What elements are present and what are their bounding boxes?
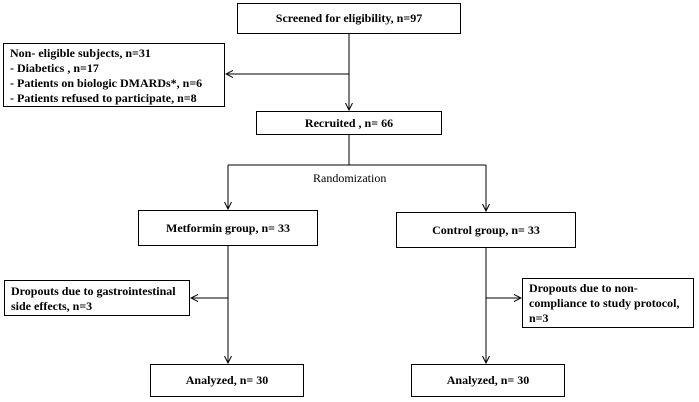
control-group-box: Control group, n= 33	[396, 212, 576, 248]
analyzed-control-label: Analyzed, n= 30	[446, 373, 530, 387]
dropouts-metformin-line-2: side effects, n=3	[11, 299, 93, 313]
analyzed-control-box: Analyzed, n= 30	[411, 364, 565, 397]
dropouts-metformin-box: Dropouts due to gastrointestinal side ef…	[4, 280, 190, 316]
randomization-label: Randomization	[313, 171, 387, 185]
metformin-group-label: Metformin group, n= 33	[166, 220, 290, 235]
recruited-box: Recruited , n= 66	[256, 111, 442, 135]
non-eligible-item-diabetics: - Diabetics , n=17	[10, 61, 99, 75]
recruited-label: Recruited , n= 66	[304, 115, 394, 130]
screened-box: Screened for eligibility, n=97	[237, 3, 461, 34]
non-eligible-box: Non- eligible subjects, n=31 - Diabetics…	[3, 43, 225, 107]
non-eligible-item-dmards: - Patients on biologic DMARDs*, n=6	[10, 76, 203, 90]
control-group-label: Control group, n= 33	[432, 222, 540, 237]
analyzed-metformin-box: Analyzed, n= 30	[150, 364, 304, 397]
dropouts-metformin-line-1: Dropouts due to gastrointestinal	[11, 284, 176, 298]
dropouts-control-box: Dropouts due to non- compliance to study…	[522, 278, 694, 328]
non-eligible-title: Non- eligible subjects, n=31	[10, 46, 151, 60]
dropouts-control-line-2: compliance to study protocol,	[529, 296, 680, 310]
metformin-group-box: Metformin group, n= 33	[138, 210, 318, 246]
dropouts-control-line-3: n=3	[529, 311, 549, 325]
screened-label: Screened for eligibility, n=97	[275, 11, 423, 25]
non-eligible-item-refused: - Patients refused to participate, n=8	[10, 91, 197, 105]
dropouts-control-line-1: Dropouts due to non-	[529, 281, 638, 295]
analyzed-metformin-label: Analyzed, n= 30	[185, 373, 269, 387]
